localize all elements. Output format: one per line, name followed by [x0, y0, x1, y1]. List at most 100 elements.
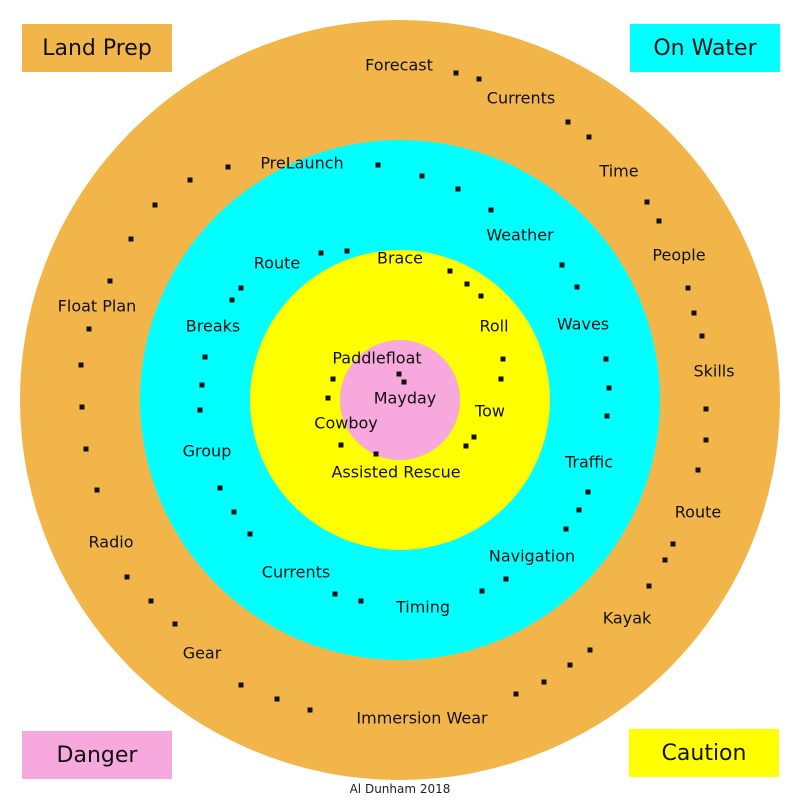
connector-dot	[238, 285, 244, 291]
legend-danger: Danger	[22, 731, 172, 779]
label-navigation: Navigation	[488, 546, 576, 566]
label-waves: Waves	[556, 314, 610, 334]
connector-dot	[488, 207, 494, 213]
connector-dot	[606, 385, 612, 391]
connector-dot	[455, 186, 461, 192]
dotted-connectors	[78, 70, 709, 713]
connector-dot	[453, 70, 459, 76]
connector-dot	[498, 376, 504, 382]
connector-dot	[78, 362, 84, 368]
label-traffic: Traffic	[564, 452, 614, 472]
label-assisted-rescue: Assisted Rescue	[331, 462, 461, 482]
label-breaks: Breaks	[185, 316, 241, 336]
connector-dot	[464, 281, 470, 287]
connector-dot	[79, 404, 85, 410]
connector-dot	[576, 507, 582, 513]
label-route-water: Route	[253, 253, 301, 273]
connector-dot	[646, 583, 652, 589]
danger-core	[340, 340, 460, 460]
connector-dot	[247, 531, 253, 537]
connector-dot	[238, 682, 244, 688]
label-group: Group	[182, 441, 232, 461]
connector-dot	[332, 591, 338, 597]
connector-dot	[274, 696, 280, 702]
connector-dot	[217, 485, 223, 491]
legend-caution: Caution	[629, 729, 779, 777]
connector-dot	[199, 382, 205, 388]
connector-dot	[307, 707, 313, 713]
connector-dot	[563, 526, 569, 532]
label-immersion-wear: Immersion Wear	[356, 708, 488, 728]
connector-dot	[401, 379, 407, 385]
connector-dot	[229, 297, 235, 303]
connector-dot	[358, 598, 364, 604]
connector-dot	[503, 576, 509, 582]
connector-dot	[447, 268, 453, 274]
connector-dot	[695, 467, 701, 473]
label-kayak: Kayak	[602, 608, 652, 628]
connector-dot	[513, 691, 519, 697]
label-currents-water: Currents	[261, 562, 331, 582]
connector-dot	[699, 333, 705, 339]
connector-dot	[86, 326, 92, 332]
credit-text: Al Dunham 2018	[349, 782, 451, 796]
connector-dot	[604, 413, 610, 419]
connector-dot	[567, 662, 573, 668]
connector-dot	[691, 310, 697, 316]
connector-dot	[225, 164, 231, 170]
connector-dot	[471, 434, 477, 440]
connector-dot	[152, 202, 158, 208]
connector-dot	[603, 356, 609, 362]
connector-dot	[172, 621, 178, 627]
connector-dot	[479, 588, 485, 594]
connector-dot	[344, 248, 350, 254]
label-time: Time	[599, 161, 639, 181]
label-paddlefloat: Paddlefloat	[332, 348, 422, 368]
connector-dot	[373, 451, 379, 457]
label-skills: Skills	[693, 361, 735, 381]
legend-on-water: On Water	[630, 24, 780, 72]
connector-dot	[463, 443, 469, 449]
label-prelaunch: PreLaunch	[260, 153, 344, 173]
connector-dot	[187, 177, 193, 183]
connector-dot	[419, 173, 425, 179]
connector-dot	[587, 647, 593, 653]
connector-dot	[148, 598, 154, 604]
connector-dot	[318, 250, 324, 256]
connector-dot	[500, 356, 506, 362]
connector-dot	[338, 442, 344, 448]
connector-dot	[662, 557, 668, 563]
connector-dot	[703, 437, 709, 443]
connector-dot	[202, 354, 208, 360]
connector-dot	[703, 406, 709, 412]
connector-dot	[83, 446, 89, 452]
connector-dot	[375, 162, 381, 168]
connector-dot	[197, 407, 203, 413]
connector-dot	[656, 218, 662, 224]
label-weather: Weather	[486, 225, 554, 245]
connector-dot	[559, 262, 565, 268]
connector-dot	[128, 236, 134, 242]
label-timing: Timing	[395, 597, 451, 617]
connector-dot	[396, 371, 402, 377]
connector-dot	[565, 119, 571, 125]
label-float-plan: Float Plan	[57, 296, 137, 316]
label-people: People	[652, 245, 706, 265]
connector-dot	[330, 376, 336, 382]
label-cowboy: Cowboy	[314, 413, 378, 433]
label-tow: Tow	[475, 401, 505, 421]
legend-land-prep: Land Prep	[22, 24, 172, 72]
label-gear: Gear	[182, 643, 222, 663]
connector-dot	[231, 509, 237, 515]
connector-dot	[124, 574, 130, 580]
connector-dot	[478, 293, 484, 299]
connector-dot	[670, 541, 676, 547]
label-radio: Radio	[88, 532, 134, 552]
connector-dot	[476, 76, 482, 82]
label-route-outer: Route	[674, 502, 722, 522]
connector-dot	[541, 679, 547, 685]
label-currents-outer: Currents	[486, 88, 556, 108]
label-roll: Roll	[479, 316, 509, 336]
label-mayday: Mayday	[373, 388, 437, 408]
